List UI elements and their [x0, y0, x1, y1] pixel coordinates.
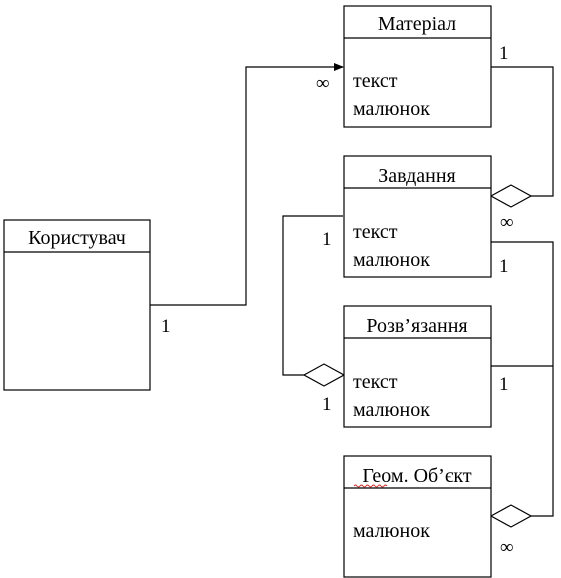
entity-solution-attr-2: малюнок	[353, 399, 430, 421]
mult-solution-geom-solution: 1	[499, 374, 509, 395]
entity-user-title: Користувач	[28, 227, 126, 249]
entity-user: Користувач	[3, 219, 151, 391]
spellcheck-underline	[353, 484, 388, 488]
mult-task-geom-task: 1	[499, 256, 509, 277]
entity-task-attr-2: малюнок	[353, 249, 430, 271]
connector-task-solution	[282, 215, 343, 376]
entity-solution-title: Розв’язання	[366, 315, 467, 337]
mult-task-geom-geom: ∞	[500, 537, 514, 558]
entity-geom: Геом. Об’єкт малюнок	[343, 455, 492, 578]
entity-material-title: Матеріал	[378, 13, 456, 35]
aggregation-diamond-solution	[302, 363, 346, 387]
entity-geom-title: Геом. Об’єкт	[362, 465, 472, 487]
mult-material-task-task: ∞	[500, 212, 514, 233]
aggregation-diamond-geom	[489, 504, 533, 528]
entity-solution-attr-1: текст	[353, 371, 398, 393]
aggregation-diamond-task	[489, 184, 533, 208]
entity-material-attr-1: текст	[353, 70, 398, 92]
mult-task-solution-task: 1	[322, 229, 332, 250]
connector-material-task	[491, 66, 554, 197]
entity-task-title: Завдання	[378, 165, 456, 187]
mult-material-task-material: 1	[499, 43, 509, 64]
entity-task: Завдання текст малюнок	[343, 155, 492, 278]
connector-user-material	[150, 63, 344, 306]
entity-material-attr-2: малюнок	[353, 98, 430, 120]
entity-material: Матеріал текст малюнок	[343, 5, 492, 128]
entity-solution: Розв’язання текст малюнок	[343, 305, 492, 428]
connector-task-geom	[491, 241, 554, 517]
entity-geom-attr-1: малюнок	[353, 520, 430, 542]
mult-task-solution-solution: 1	[322, 394, 332, 415]
mult-user-material-material: ∞	[316, 73, 330, 94]
mult-user-material-user: 1	[161, 316, 171, 337]
entity-task-attr-1: текст	[353, 221, 398, 243]
